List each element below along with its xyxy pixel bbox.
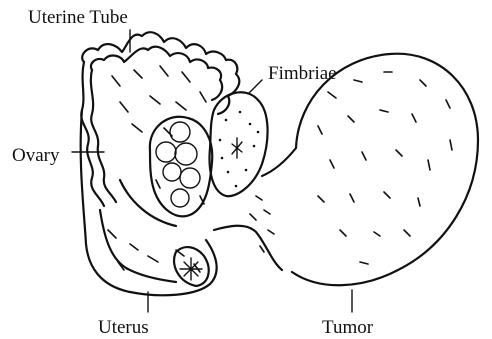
tumor [292,54,478,286]
label-uterine-tube: Uterine Tube [28,8,128,27]
label-tumor: Tumor [322,318,373,337]
label-ovary: Ovary [12,146,59,165]
label-uterus: Uterus [98,318,149,337]
label-fimbriae: Fimbriae [268,64,337,83]
leader-fimbriae [248,80,262,94]
fimbriae [210,92,268,196]
uterine-tube [81,32,239,206]
tumor-stalk [214,148,296,270]
ovary [150,117,212,217]
